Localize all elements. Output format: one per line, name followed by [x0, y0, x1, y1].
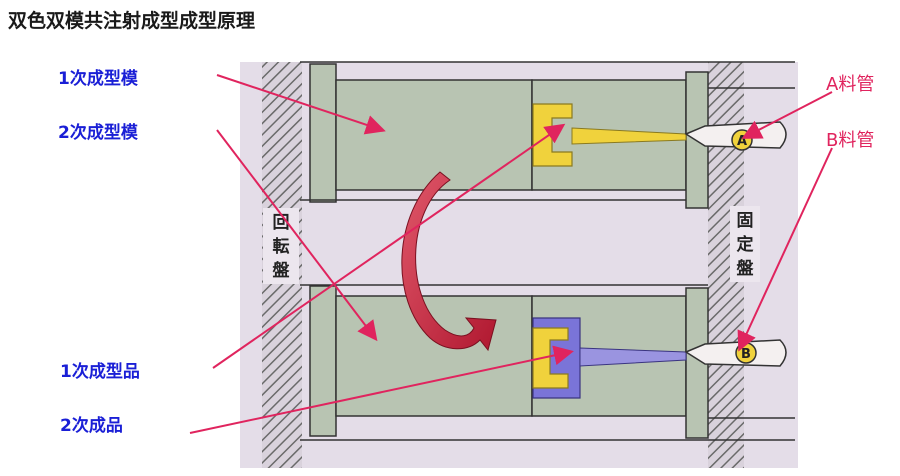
label-product2: 2次成品: [60, 416, 123, 436]
rotary-plate-char-2: 転: [273, 236, 290, 257]
fixed-plate-char-1: 固: [737, 211, 754, 231]
rotation-arrow: [401, 171, 497, 352]
page-title: 双色双模共注射成型成型原理: [8, 10, 256, 32]
upper-mold-core: [335, 79, 533, 191]
upper-runner: [571, 127, 687, 145]
rotary-plate-char-1: 回: [273, 213, 290, 233]
leader-mold1: [216, 74, 386, 135]
nozzle-b-letter: B: [741, 347, 751, 362]
label-pipe-b: B料管: [826, 130, 875, 151]
fixed-plate-char-3: 盤: [737, 258, 755, 279]
label-pipe-a: A料管: [826, 74, 875, 95]
leader-product2: [189, 345, 574, 434]
rotary-plate-char-3: 盤: [273, 260, 291, 281]
first-shot-product-upper: [532, 103, 573, 167]
leader-product1: [212, 123, 566, 369]
leader-pipe-b: [737, 147, 833, 352]
fixed-plate-char-2: 定: [737, 234, 754, 255]
rotary-plate-column-bottom: [309, 285, 337, 437]
rotary-plate-column-top: [309, 63, 337, 203]
label-mold1: 1次成型模: [58, 69, 138, 89]
lower-mold-core: [335, 295, 533, 417]
nozzle-a-letter: A: [737, 134, 747, 149]
label-mold2: 2次成型模: [58, 123, 138, 143]
label-product1: 1次成型品: [60, 362, 140, 382]
lower-runner: [579, 347, 687, 367]
first-shot-product-lower: [532, 327, 569, 389]
leader-mold2: [216, 129, 378, 342]
leader-pipe-a: [741, 91, 833, 139]
